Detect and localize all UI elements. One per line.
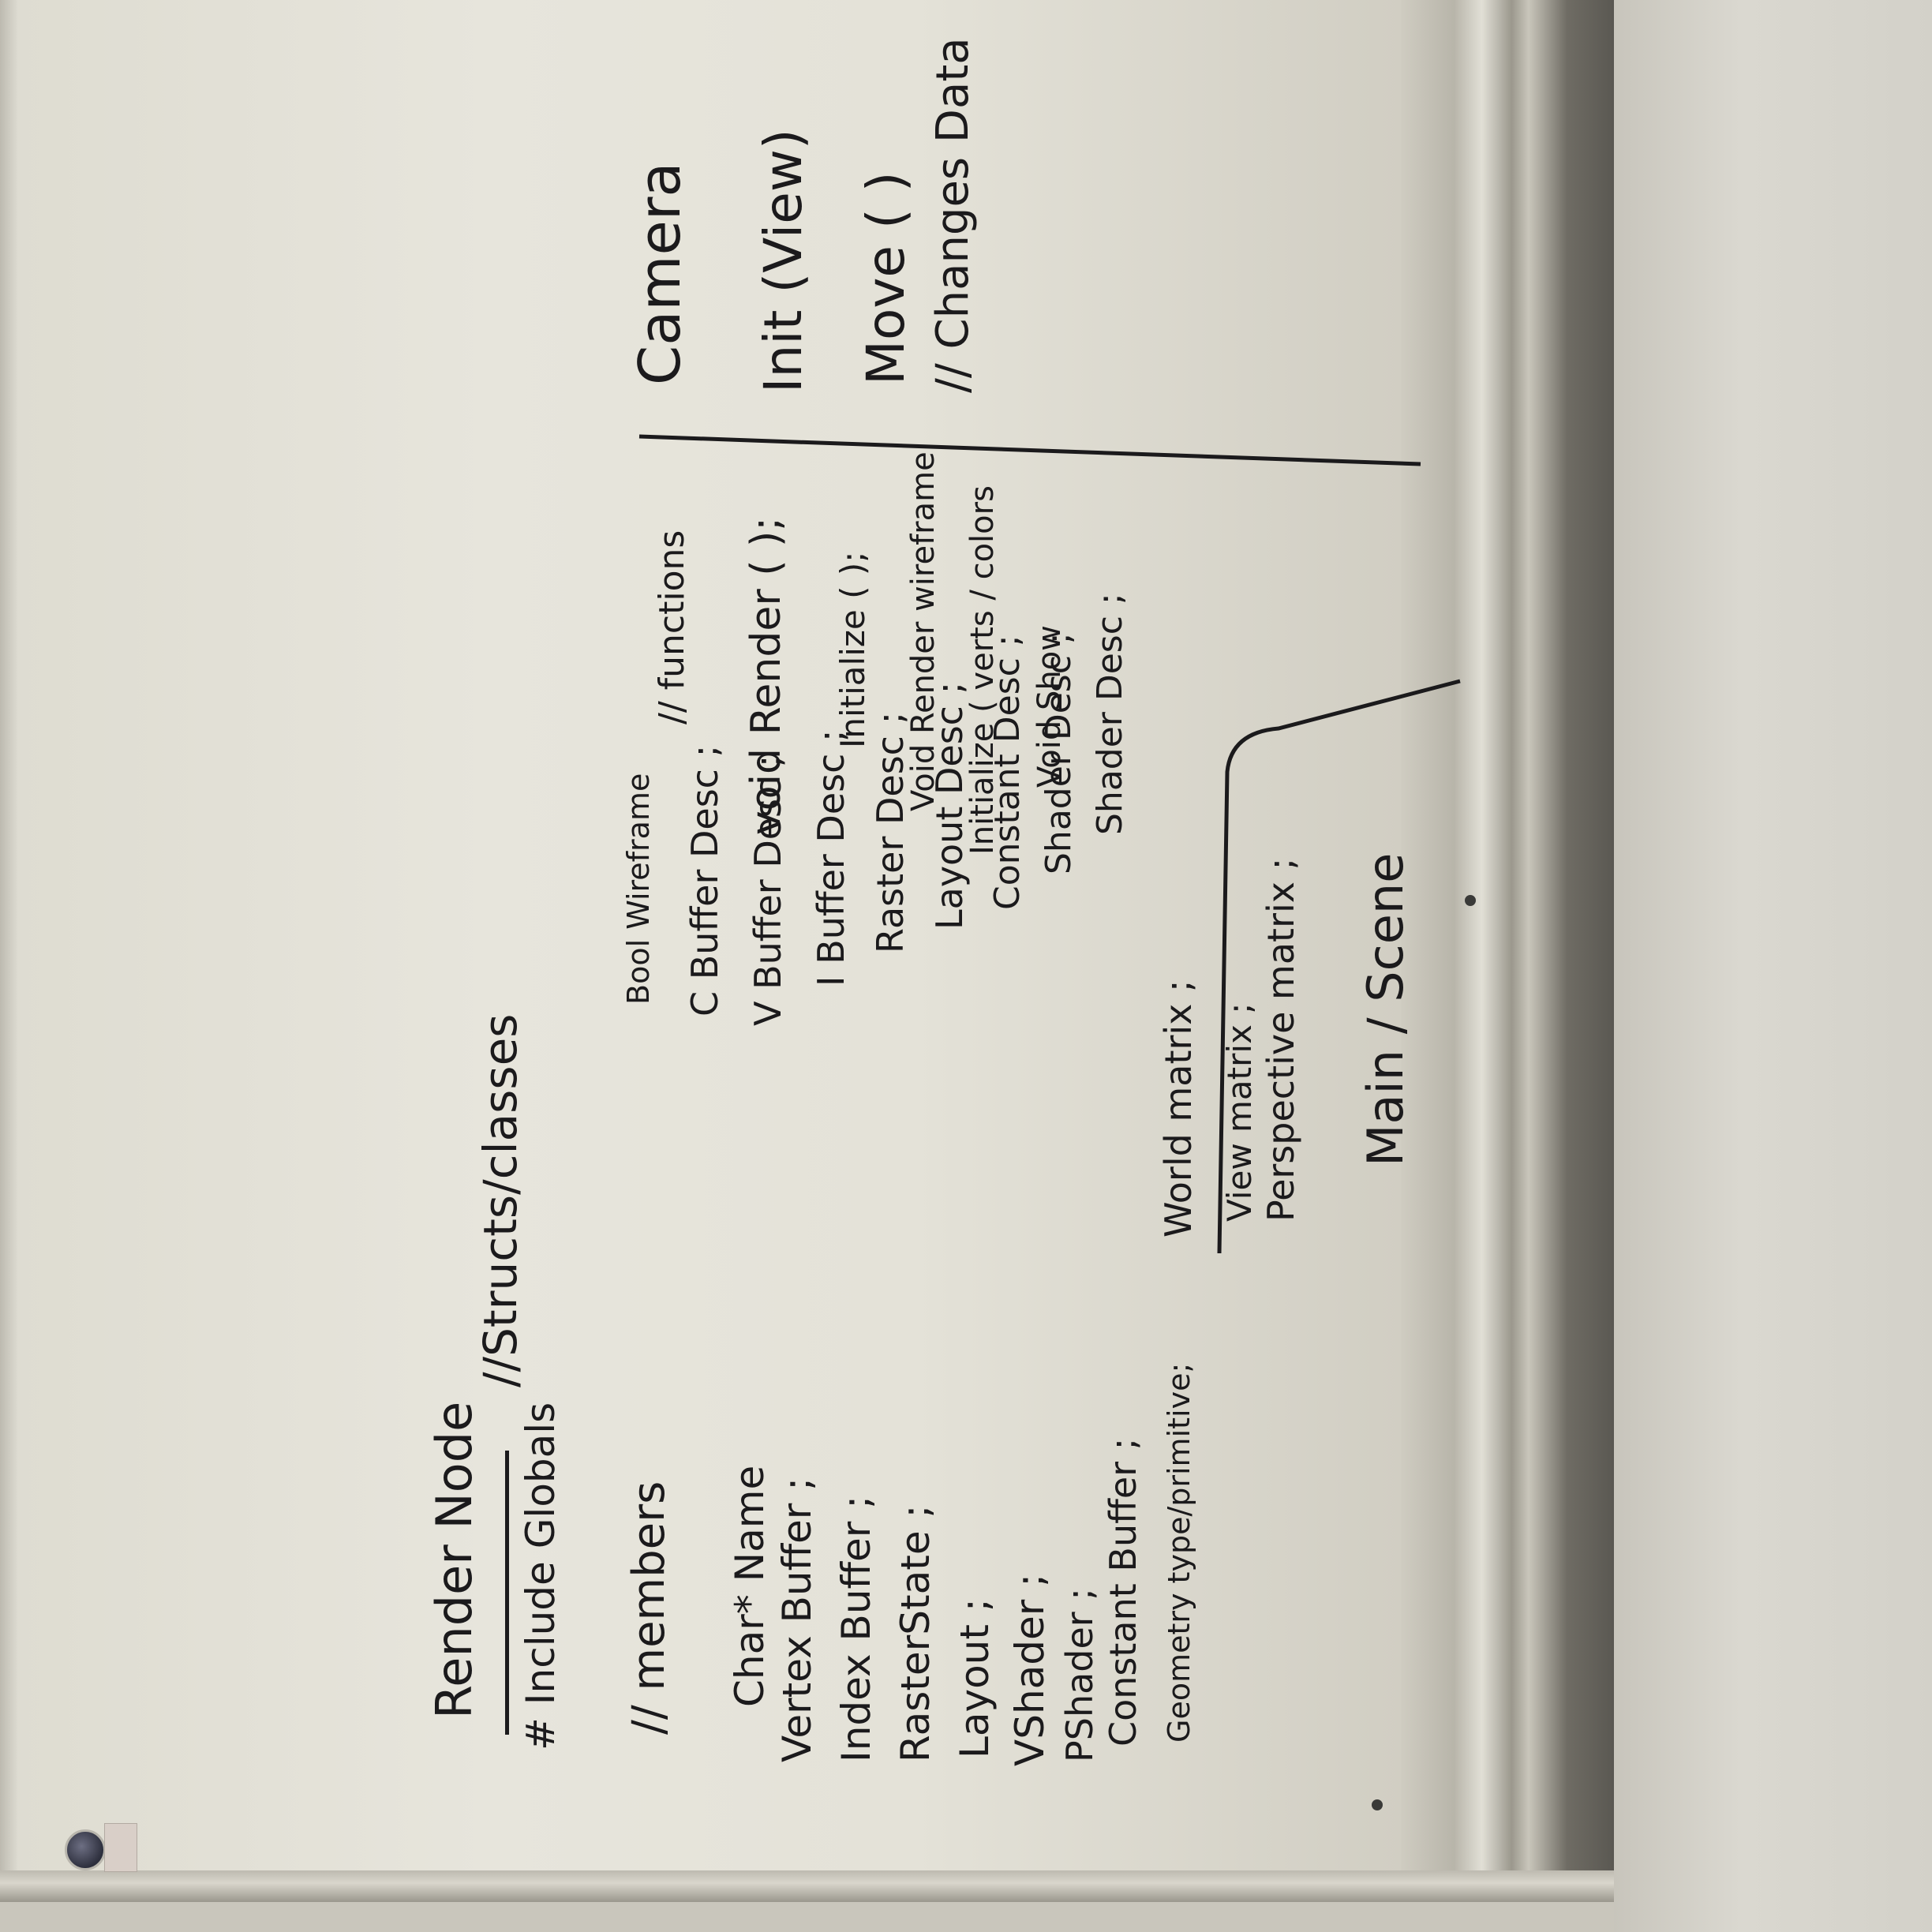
screw-icon — [1465, 895, 1476, 906]
whiteboard-left-edge — [0, 0, 17, 1870]
wall — [1614, 0, 1932, 1932]
scene-bracket-line — [1217, 679, 1461, 1254]
camera-divider-line — [638, 434, 1421, 466]
whiteboard-frame-bottom — [0, 1870, 1614, 1902]
label-sticker — [104, 1823, 137, 1872]
lower-wall-strip — [0, 1902, 1614, 1932]
whiteboard-frame-tray — [1401, 0, 1614, 1932]
screw-icon — [1372, 1799, 1383, 1810]
whiteboard-surface — [0, 0, 1401, 1870]
